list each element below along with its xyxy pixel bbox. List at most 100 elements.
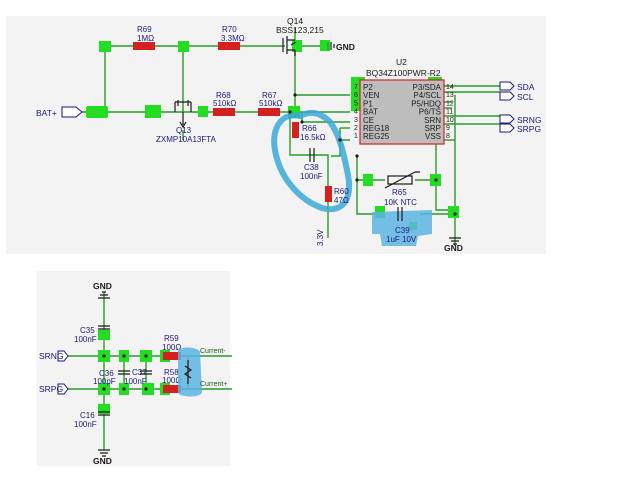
- thermistor-r65: R65 10K NTC: [384, 171, 420, 207]
- srng-label-bottom: SRNG: [39, 351, 64, 361]
- resistor-r67: R67 510kΩ: [258, 91, 282, 116]
- srpg-label-bottom: SRPG: [39, 384, 63, 394]
- c39-value: 1uF 10V: [386, 235, 417, 244]
- capacitor-c38: C38 100nF: [300, 148, 323, 181]
- srng-port-bottom: SRNG: [39, 350, 69, 362]
- ic-pin-p4-scl: P4/SCL: [413, 91, 441, 100]
- resistor-r60: R60 47Ω: [325, 186, 349, 205]
- gnd-label-top: GND: [336, 42, 355, 52]
- c35-ref: C35: [80, 326, 95, 335]
- r66-value: 16.5kΩ: [300, 133, 326, 142]
- c35-value: 100nF: [74, 335, 97, 344]
- q14-ref: Q14: [287, 16, 303, 26]
- c37-value: 100nF: [124, 377, 147, 386]
- top-junctions: [288, 93, 457, 216]
- capacitor-c36: C36 100pF: [93, 369, 130, 386]
- rail-3v3-label: 3.3V: [316, 229, 325, 246]
- srpg-port-bottom: SRPG: [39, 383, 69, 395]
- capacitor-c39: C39 1uF 10V: [386, 207, 417, 244]
- q14-part: BSS123,215: [276, 25, 324, 35]
- scl-port: SCL: [499, 91, 534, 102]
- ic-pin-number: 11: [446, 109, 453, 116]
- sense-resistor: [183, 360, 193, 384]
- r67-ref: R67: [262, 91, 277, 100]
- srng-port-top: SRNG: [499, 114, 542, 125]
- u2-part: BQ34Z100PWR-R2: [366, 68, 441, 78]
- ic-pin-srp: SRP: [425, 124, 441, 133]
- ic-pin-number: 3: [354, 117, 358, 124]
- c36-ref: C36: [99, 369, 114, 378]
- r65-ref: R65: [392, 188, 407, 197]
- r69-value: 1MΩ: [137, 34, 154, 43]
- c16-value: 100nF: [74, 420, 97, 429]
- gnd-symbol-right: GND: [444, 237, 463, 253]
- capacitor-c16: C16 100nF: [74, 411, 110, 429]
- ic-pin-p6-ts: P6/TS: [419, 108, 441, 117]
- srpg-port-top: SRPG: [499, 123, 541, 134]
- bat-plus-port: BAT+: [36, 106, 83, 118]
- r60-ref: R60: [334, 187, 349, 196]
- ic-pin-number: 13: [446, 92, 454, 99]
- c16-ref: C16: [80, 411, 95, 420]
- gnd-symbol-top: GND: [327, 42, 355, 52]
- bottom-junctions: [102, 354, 148, 391]
- resistor-r68: R68 510kΩ: [213, 91, 236, 116]
- r65-value: 10K NTC: [384, 198, 417, 207]
- ic-pin-number: 1: [354, 133, 358, 140]
- ic-pin-number: 14: [446, 84, 454, 91]
- r59-ref: R59: [164, 334, 179, 343]
- ic-pin-reg18: REG18: [363, 124, 390, 133]
- gnd-label-right: GND: [444, 243, 463, 253]
- c38-ref: C38: [304, 163, 319, 172]
- gnd-label-bottom-bottom: GND: [93, 456, 112, 466]
- r60-value: 47Ω: [334, 196, 349, 205]
- ic-pin-number: 8: [446, 133, 450, 140]
- srng-label-top: SRNG: [517, 115, 542, 125]
- ic-pin-ce: CE: [363, 116, 374, 125]
- current-plus-label: Current+: [200, 381, 227, 388]
- r68-value: 510kΩ: [213, 99, 236, 108]
- resistor-r58: R58 100Ω: [162, 368, 181, 393]
- ic-pin-number: 7: [354, 84, 358, 91]
- gnd-label-bottom-top: GND: [93, 281, 112, 291]
- capacitor-c35: C35 100nF: [74, 325, 110, 344]
- blue-highlight-sense: [177, 347, 202, 397]
- q13-part: ZXMP10A13FTA: [156, 135, 217, 144]
- resistor-r70: R70 3.3MΩ: [218, 25, 245, 50]
- scl-label: SCL: [517, 92, 534, 102]
- c38-value: 100nF: [300, 172, 323, 181]
- r66-ref: R66: [302, 124, 317, 133]
- r59-value: 100Ω: [162, 343, 181, 352]
- ic-pin-srn: SRN: [424, 116, 441, 125]
- resistor-r59: R59 100Ω: [162, 334, 181, 360]
- resistor-r69: R69 1MΩ: [133, 25, 155, 50]
- ic-pin-number: 4: [354, 109, 358, 116]
- capacitor-c37: C37 100nF: [124, 368, 152, 386]
- gnd-symbol-bottom-bottom: GND: [93, 449, 112, 466]
- q13-ref: Q13: [176, 126, 192, 135]
- r70-ref: R70: [222, 25, 237, 34]
- blue-highlight-c39: [372, 210, 432, 246]
- sda-label: SDA: [517, 82, 535, 92]
- sda-port: SDA: [499, 81, 535, 92]
- current-minus-label: Current-: [200, 348, 226, 355]
- ic-pin-number: 12: [446, 100, 454, 107]
- ic-pin-number: 5: [354, 100, 358, 107]
- mosfet-q13: Q13 ZXMP10A13FTA: [156, 100, 217, 144]
- c37-ref: C37: [132, 368, 147, 377]
- ic-pin-number: 9: [446, 125, 450, 132]
- r70-value: 3.3MΩ: [221, 34, 245, 43]
- r58-ref: R58: [164, 368, 179, 377]
- mosfet-q14: Q14 BSS123,215: [276, 16, 324, 56]
- blue-highlight-circle: [271, 109, 352, 213]
- srpg-label-top: SRPG: [517, 124, 541, 134]
- ic-u2: U2 BQ34Z100PWR-R2 P27VEN6P15BAT4CE3REG18…: [354, 57, 454, 145]
- r67-value: 510kΩ: [259, 99, 282, 108]
- bat-plus-label: BAT+: [36, 108, 57, 118]
- r58-value: 100Ω: [162, 376, 181, 385]
- ic-pin-number: 6: [354, 92, 358, 99]
- ic-pin-p5-hdq: P5/HDQ: [411, 99, 441, 108]
